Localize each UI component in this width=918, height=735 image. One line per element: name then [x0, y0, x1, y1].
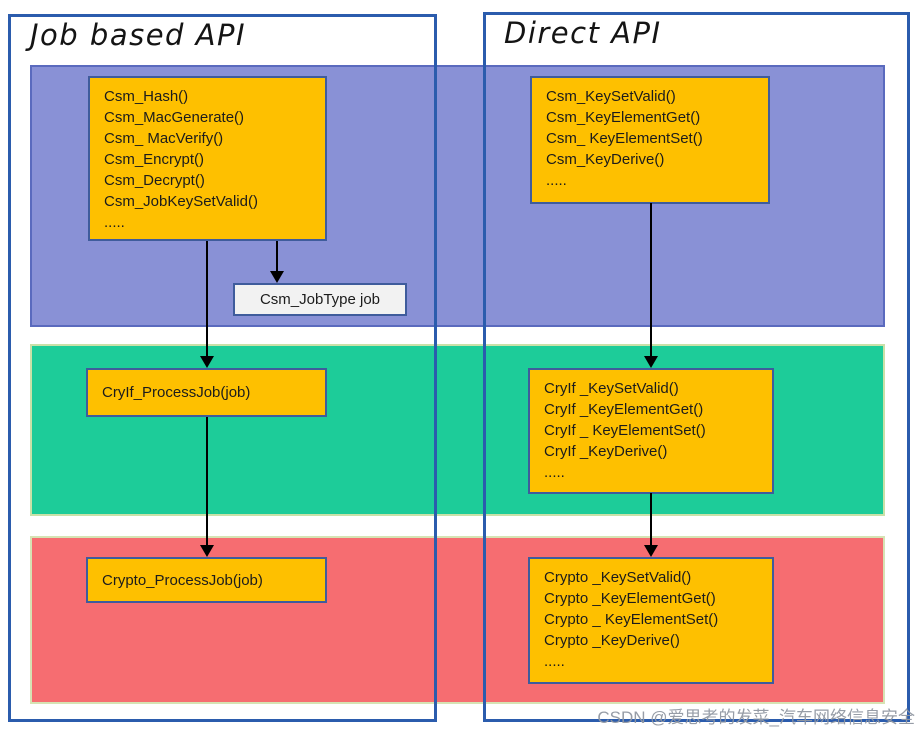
csm-key-api-functions: Csm_KeySetValid()Csm_KeyElementGet()Csm_… — [546, 88, 703, 189]
direct-api-title: Direct API — [504, 16, 662, 50]
arrow-csm-to-jobtype-shaft — [276, 241, 278, 273]
arrow-csm-to-cryif-right-shaft — [650, 203, 652, 357]
job-based-api-panel — [8, 14, 437, 722]
crypto-key-api-box: Crypto _KeySetValid()Crypto _KeyElementG… — [528, 557, 774, 684]
arrow-csm-to-cryif-left-head — [200, 356, 214, 368]
arrow-csm-to-cryif-left-shaft — [206, 241, 208, 357]
direct-api-panel — [483, 12, 910, 722]
arrow-cryif-to-crypto-left-head — [200, 545, 214, 557]
arrow-cryif-to-crypto-right-shaft — [650, 493, 652, 546]
csm-jobtype-box: Csm_JobType job — [233, 283, 407, 316]
arrow-cryif-to-crypto-left-shaft — [206, 417, 208, 546]
arrow-csm-to-cryif-right-head — [644, 356, 658, 368]
csm-job-api-box: Csm_Hash()Csm_MacGenerate()Csm_ MacVerif… — [88, 76, 327, 241]
cryif-processjob-box: CryIf_ProcessJob(job) — [86, 368, 327, 417]
arrow-cryif-to-crypto-right-head — [644, 545, 658, 557]
csm-job-api-functions: Csm_Hash()Csm_MacGenerate()Csm_ MacVerif… — [104, 88, 258, 231]
arrow-csm-to-jobtype-head — [270, 271, 284, 283]
crypto-processjob-box: Crypto_ProcessJob(job) — [86, 557, 327, 603]
csm-key-api-box: Csm_KeySetValid()Csm_KeyElementGet()Csm_… — [530, 76, 770, 204]
cryif-key-api-functions: CryIf _KeySetValid()CryIf _KeyElementGet… — [544, 380, 706, 481]
csdn-watermark: CSDN @爱思考的发菜_汽车网络信息安全 — [597, 708, 915, 727]
crypto-key-api-functions: Crypto _KeySetValid()Crypto _KeyElementG… — [544, 569, 719, 670]
job-based-api-title: Job based API — [30, 18, 247, 52]
cryif-key-api-box: CryIf _KeySetValid()CryIf _KeyElementGet… — [528, 368, 774, 494]
